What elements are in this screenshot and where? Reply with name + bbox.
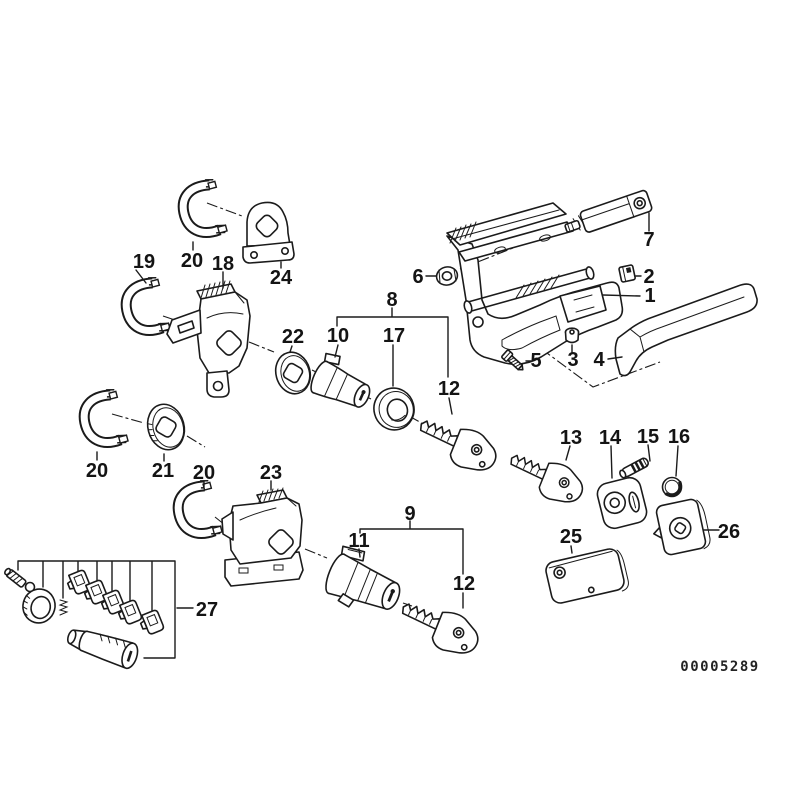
callout-labels: 19 20 18 24 6 7 2 1 8 22 10 17 5 3 4 12 … [86,229,740,621]
part-label-20a: 20 [181,250,203,272]
part-label-20c: 20 [193,462,215,484]
part-18-lock-housing [166,280,251,398]
part-23-lock-housing [221,487,304,587]
part-20-clip-left [78,388,129,452]
part-label-9: 9 [404,503,415,525]
part-label-10: 10 [327,325,349,347]
part-label-11: 11 [348,530,369,552]
part-label-7: 7 [643,229,654,251]
part-label-24: 24 [270,267,293,289]
diagram-code: 00005289 [680,659,759,675]
part-label-2: 2 [643,266,654,288]
part-label-21: 21 [152,460,174,482]
part-26-lock-cover [653,498,711,556]
part-label-12b: 12 [453,573,475,595]
part-label-8: 8 [386,289,397,311]
part-label-18: 18 [212,253,234,275]
part-11-lock-barrel [325,545,401,610]
part-label-26: 26 [718,521,740,543]
part-16-cap [661,476,683,498]
part-22-ring [274,351,312,395]
part-label-4: 4 [593,349,605,371]
part-label-25: 25 [560,526,582,548]
part-label-5: 5 [530,350,541,372]
part-label-15: 15 [637,426,659,448]
part-label-20b: 20 [86,460,108,482]
part-17-grommet [373,387,415,431]
part-3-bushing [564,327,580,344]
part-label-17: 17 [383,325,405,347]
part-7-cylinder-housing [564,189,653,233]
part-5-screw [501,349,524,371]
part-12-key-top [411,409,504,480]
part-label-12a: 12 [438,378,460,400]
part-label-22: 22 [282,326,304,348]
part-15-knurled-pin [619,457,649,479]
part-10-lock-barrel [310,352,371,408]
part-label-1: 1 [644,285,655,307]
part-label-14: 14 [599,427,622,449]
part-2-clip [618,264,636,283]
part-4-door-handle [614,283,758,377]
part-label-19: 19 [133,251,155,273]
part-label-13: 13 [560,427,582,449]
part-21-ring [146,403,186,451]
part-12-key-bottom [393,592,486,663]
part-6-nut [435,266,459,286]
part-24-bracket [242,201,295,264]
part-label-3: 3 [567,349,578,371]
part-14-housing-cap [596,476,648,530]
part-19-clip [120,276,171,340]
leader-lines [17,212,720,659]
part-20-clip-top [177,178,228,242]
part-label-27: 27 [196,599,218,621]
part-27-repair-kit [4,567,166,670]
part-label-6: 6 [412,266,423,288]
part-25-cover-plate [545,548,629,604]
part-label-16: 16 [668,426,690,448]
part-13-key [501,443,590,511]
part-20-clip-bottom [172,479,223,543]
part-label-23: 23 [260,462,282,484]
